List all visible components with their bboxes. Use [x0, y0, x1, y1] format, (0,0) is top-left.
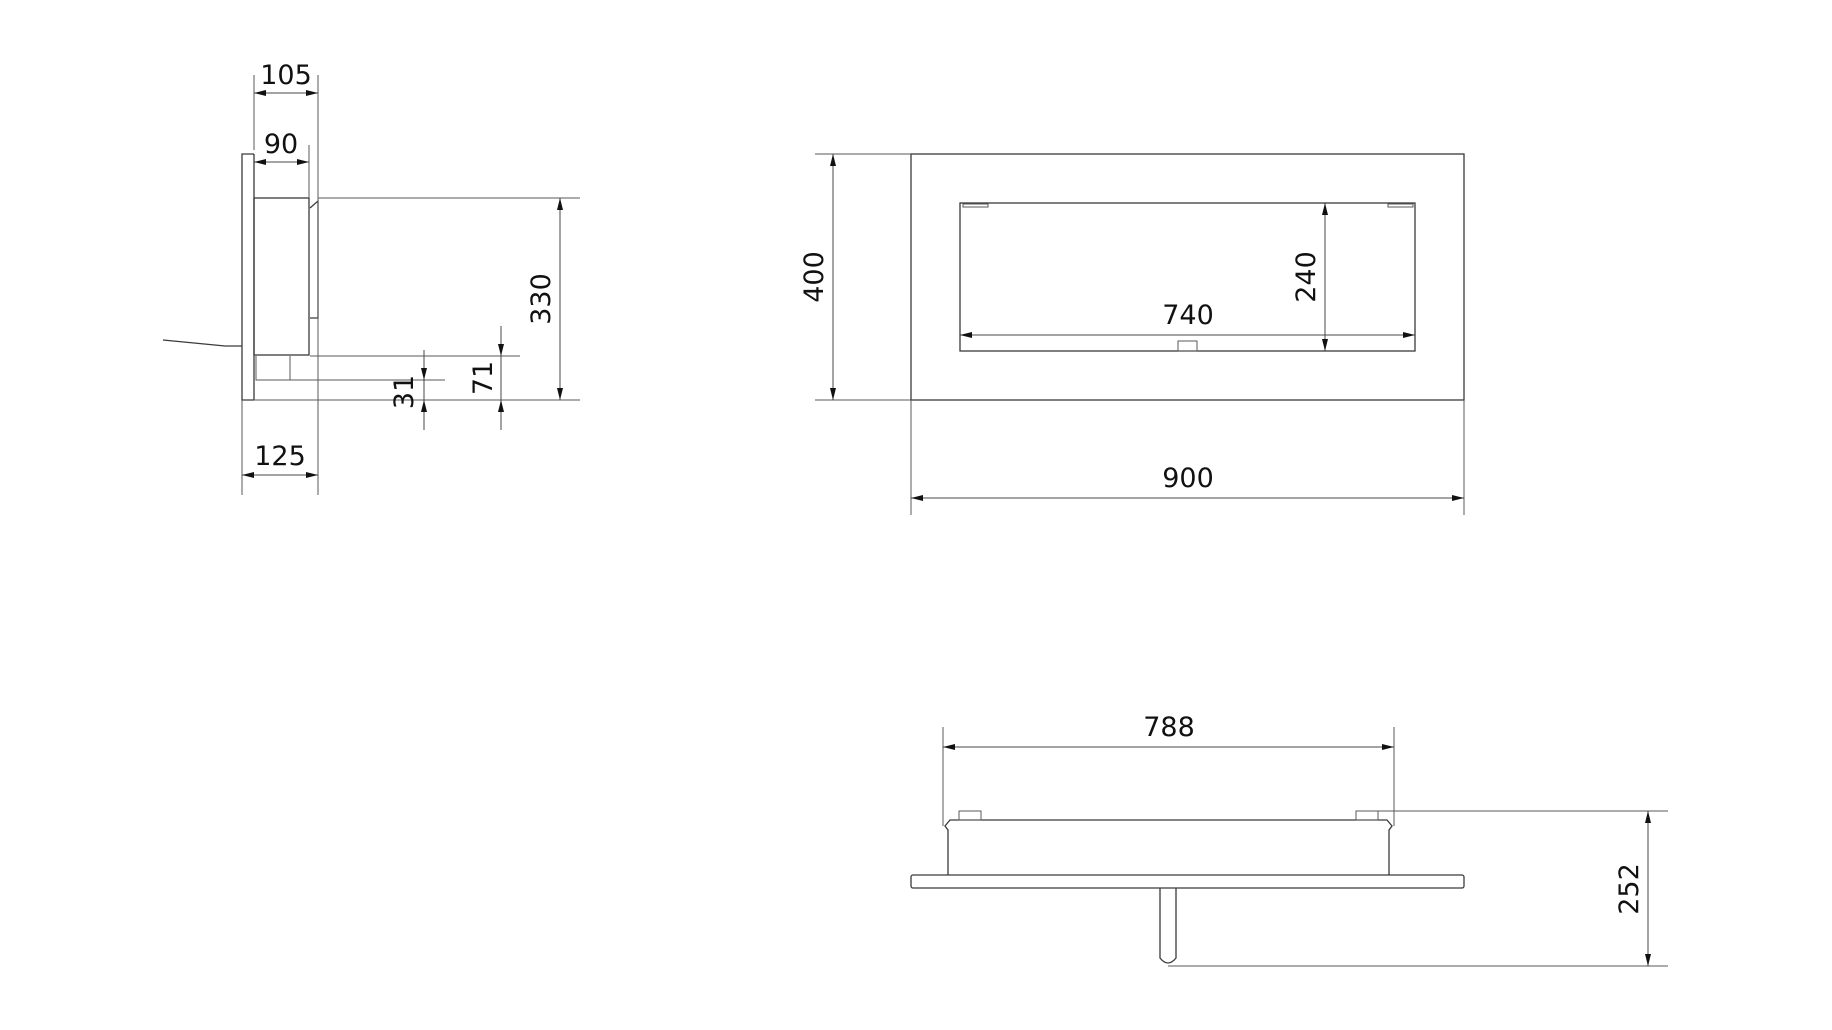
dim-105-label: 105 [260, 60, 312, 91]
front-view: 400 900 740 240 [799, 153, 1465, 515]
dim-900-label: 900 [1162, 463, 1214, 494]
dim-90-label: 90 [264, 129, 298, 160]
dim-240-label: 240 [1291, 251, 1322, 303]
dim-71-label: 71 [468, 361, 499, 395]
dim-788-label: 788 [1143, 712, 1195, 743]
dim-31-label: 31 [389, 375, 420, 409]
dim-125-label: 125 [254, 441, 306, 472]
dim-252-label: 252 [1614, 863, 1645, 915]
dim-330-label: 330 [526, 273, 557, 325]
side-view: 105 90 330 31 71 125 [162, 60, 580, 495]
top-view: 788 252 [910, 712, 1668, 967]
dim-740-label: 740 [1162, 300, 1214, 331]
dim-400-label: 400 [799, 251, 830, 303]
